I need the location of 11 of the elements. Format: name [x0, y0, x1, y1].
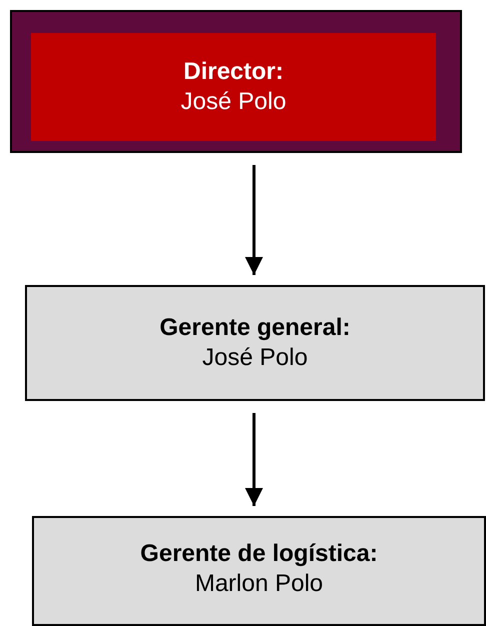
manager-box — [32, 516, 486, 626]
arrow — [245, 413, 263, 506]
role-title: Director: — [183, 57, 284, 87]
director-box — [10, 10, 462, 153]
role-title: Gerente de logística: — [140, 539, 378, 569]
manager-box — [25, 285, 485, 401]
person-name: José Polo — [202, 343, 308, 373]
role-title: Gerente general: — [160, 313, 350, 343]
person-name: José Polo — [180, 87, 286, 117]
arrow — [245, 165, 263, 275]
person-name: Marlon Polo — [194, 569, 324, 599]
